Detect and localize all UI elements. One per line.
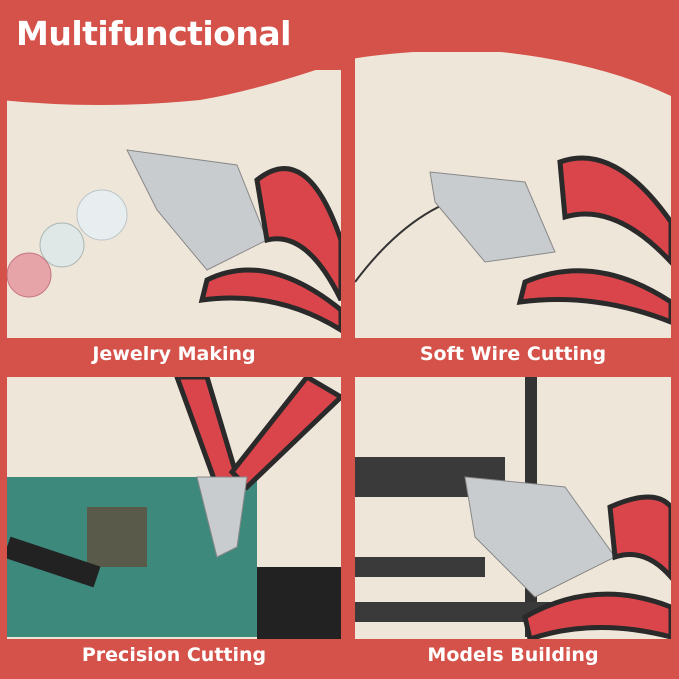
pliers-with-beads-image xyxy=(7,149,341,333)
panel-soft-wire-cutting: Soft Wire Cutting xyxy=(355,52,671,370)
pliers-on-model-sprue-image xyxy=(355,377,671,643)
caption-soft-wire-cutting: Soft Wire Cutting xyxy=(355,338,671,370)
panel-models-building: Models Building xyxy=(355,377,671,671)
caption-models-building: Models Building xyxy=(355,639,671,671)
page-title-overlay: Multifunctional xyxy=(16,14,291,53)
caption-precision-cutting: Precision Cutting xyxy=(7,639,341,671)
pliers-with-wire-image xyxy=(355,155,671,325)
panel-precision-cutting: Precision Cutting xyxy=(7,377,341,671)
panel-jewelry-making: Jewelry Making xyxy=(7,70,341,370)
caption-jewelry-making: Jewelry Making xyxy=(7,338,341,370)
pliers-on-circuit-board-image xyxy=(7,377,341,647)
